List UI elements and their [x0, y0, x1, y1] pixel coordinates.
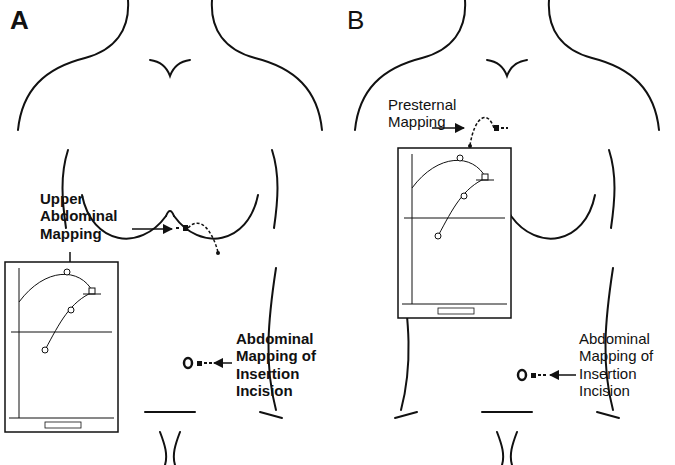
region-label: Abdominal Mapping of Insertion Incision: [236, 330, 336, 399]
panel-letter: B: [347, 6, 387, 36]
mapping-marks: [176, 118, 546, 380]
panel-letter: A: [10, 6, 50, 36]
region-label: Abdominal Mapping of Insertion Incision: [579, 330, 671, 399]
leader-arrows: [70, 128, 576, 375]
region-label: Presternal Mapping: [388, 96, 474, 131]
region-label: Upper Abdominal Mapping: [40, 190, 132, 242]
